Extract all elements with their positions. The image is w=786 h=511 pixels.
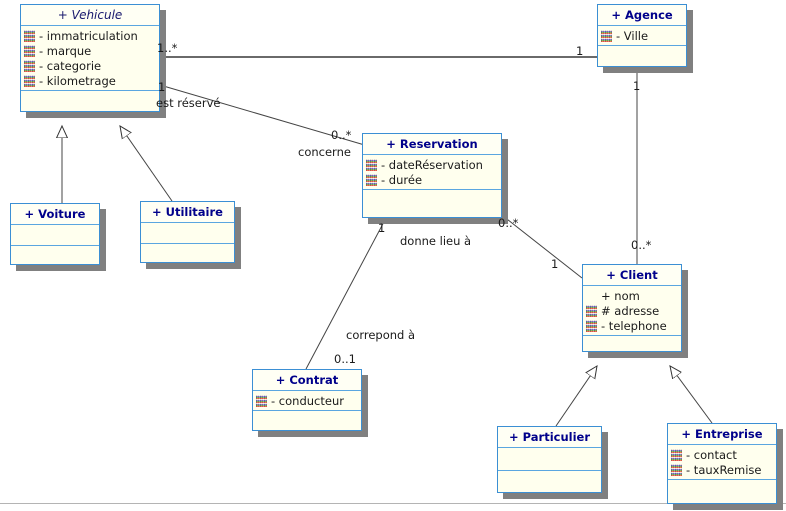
multiplicity-label: 1 [378,221,386,235]
multiplicity-label: 1 [633,79,641,93]
attribute-marker-icon [671,448,682,461]
class-title-utilitaire: + Utilitaire [141,202,234,223]
association-role-label: concerne [298,145,351,159]
class-attributes-reservation: - dateRéservation- durée [363,155,501,190]
multiplicity-label: 0..1 [334,352,356,366]
edge-reservation-contrat [305,217,387,370]
attribute-label: - conducteur [271,393,344,408]
multiplicity-label: 1 [158,80,166,94]
attribute-marker-icon [586,319,597,332]
class-operations-contrat [253,411,361,433]
class-title-agence: + Agence [598,5,686,26]
class-operations-client [583,336,681,358]
class-attributes-client: + nom# adresse- telephone [583,286,681,336]
attribute-no-icon [586,290,597,302]
uml-class-contrat[interactable]: + Contrat - conducteur [252,369,362,431]
multiplicity-label: 1..* [157,41,178,55]
attribute-marker-icon [24,44,35,57]
attribute-label: - dateRéservation [381,157,483,172]
attribute-marker-icon [366,173,377,186]
class-attributes-agence: - Ville [598,26,686,46]
attribute-label: - tauxRemise [686,462,762,477]
attribute-label: + nom [601,288,640,303]
attribute-marker-icon [671,463,682,476]
association-role-label: correpond à [346,328,416,342]
attribute-label: - durée [381,172,423,187]
multiplicity-label: 0..* [331,128,352,142]
uml-class-particulier[interactable]: + Particulier [497,426,602,493]
multiplicity-label: 0..* [498,216,519,230]
canvas-bottom-rule [0,503,786,504]
attribute-row: - tauxRemise [668,462,776,477]
attribute-row: - contact [668,447,776,462]
class-title-contrat: + Contrat [253,370,361,391]
uml-class-entreprise[interactable]: + Entreprise- contact- tauxRemise [667,423,777,504]
edge-generalization-entreprise [670,366,713,424]
uml-class-voiture[interactable]: + Voiture [10,203,100,265]
attribute-marker-icon [256,394,267,407]
attribute-marker-icon [366,158,377,171]
attribute-row: - categorie [21,58,159,73]
attribute-row: # adresse [583,303,681,318]
class-attributes-utilitaire [141,223,234,244]
multiplicity-label: 0..* [631,238,652,252]
class-title-entreprise: + Entreprise [668,424,776,445]
attribute-row: - durée [363,172,501,187]
class-attributes-particulier [498,448,601,471]
attribute-row: - telephone [583,318,681,333]
attribute-marker-icon [586,304,597,317]
uml-class-vehicule[interactable]: + Vehicule- immatriculation- marque- cat… [20,4,160,112]
attribute-label: - telephone [601,318,667,333]
multiplicity-label: 1 [576,44,584,58]
class-operations-entreprise [668,480,776,502]
class-title-particulier: + Particulier [498,427,601,448]
uml-class-agence[interactable]: + Agence - Ville [597,4,687,67]
uml-class-reservation[interactable]: + Reservation- dateRéservation- durée [362,133,502,218]
class-operations-reservation [363,190,501,212]
class-operations-utilitaire [141,244,234,266]
attribute-marker-icon [24,59,35,72]
class-attributes-contrat: - conducteur [253,391,361,411]
attribute-label: - marque [39,43,92,58]
attribute-marker-icon [24,74,35,87]
association-role-label: donne lieu à [400,234,472,248]
attribute-label: - Ville [616,28,649,43]
attribute-label: - kilometrage [39,73,116,88]
attribute-row: - Ville [598,28,686,43]
edge-generalization-utilitaire [120,126,173,202]
attribute-row: - dateRéservation [363,157,501,172]
class-attributes-vehicule: - immatriculation- marque- categorie- ki… [21,26,159,91]
class-operations-particulier [498,471,601,493]
class-operations-voiture [11,246,99,268]
attribute-row: - marque [21,43,159,58]
edge-generalization-particulier [555,366,597,427]
attribute-label: - categorie [39,58,102,73]
class-title-client: + Client [583,265,681,286]
attribute-label: - contact [686,447,737,462]
multiplicity-label: 1 [551,257,559,271]
attribute-row: + nom [583,288,681,303]
class-operations-vehicule [21,91,159,113]
class-attributes-voiture [11,225,99,246]
attribute-marker-icon [601,29,612,42]
uml-class-utilitaire[interactable]: + Utilitaire [140,201,235,263]
attribute-label: - immatriculation [39,28,138,43]
class-title-vehicule: + Vehicule [21,5,159,26]
association-role-label: est réservé [156,96,221,110]
attribute-row: - kilometrage [21,73,159,88]
class-title-reservation: + Reservation [363,134,501,155]
attribute-row: - immatriculation [21,28,159,43]
class-attributes-entreprise: - contact- tauxRemise [668,445,776,480]
attribute-row: - conducteur [253,393,361,408]
class-operations-agence [598,46,686,68]
attribute-label: # adresse [601,303,660,318]
uml-class-client[interactable]: + Client+ nom# adresse- telephone [582,264,682,352]
class-title-voiture: + Voiture [11,204,99,225]
attribute-marker-icon [24,29,35,42]
